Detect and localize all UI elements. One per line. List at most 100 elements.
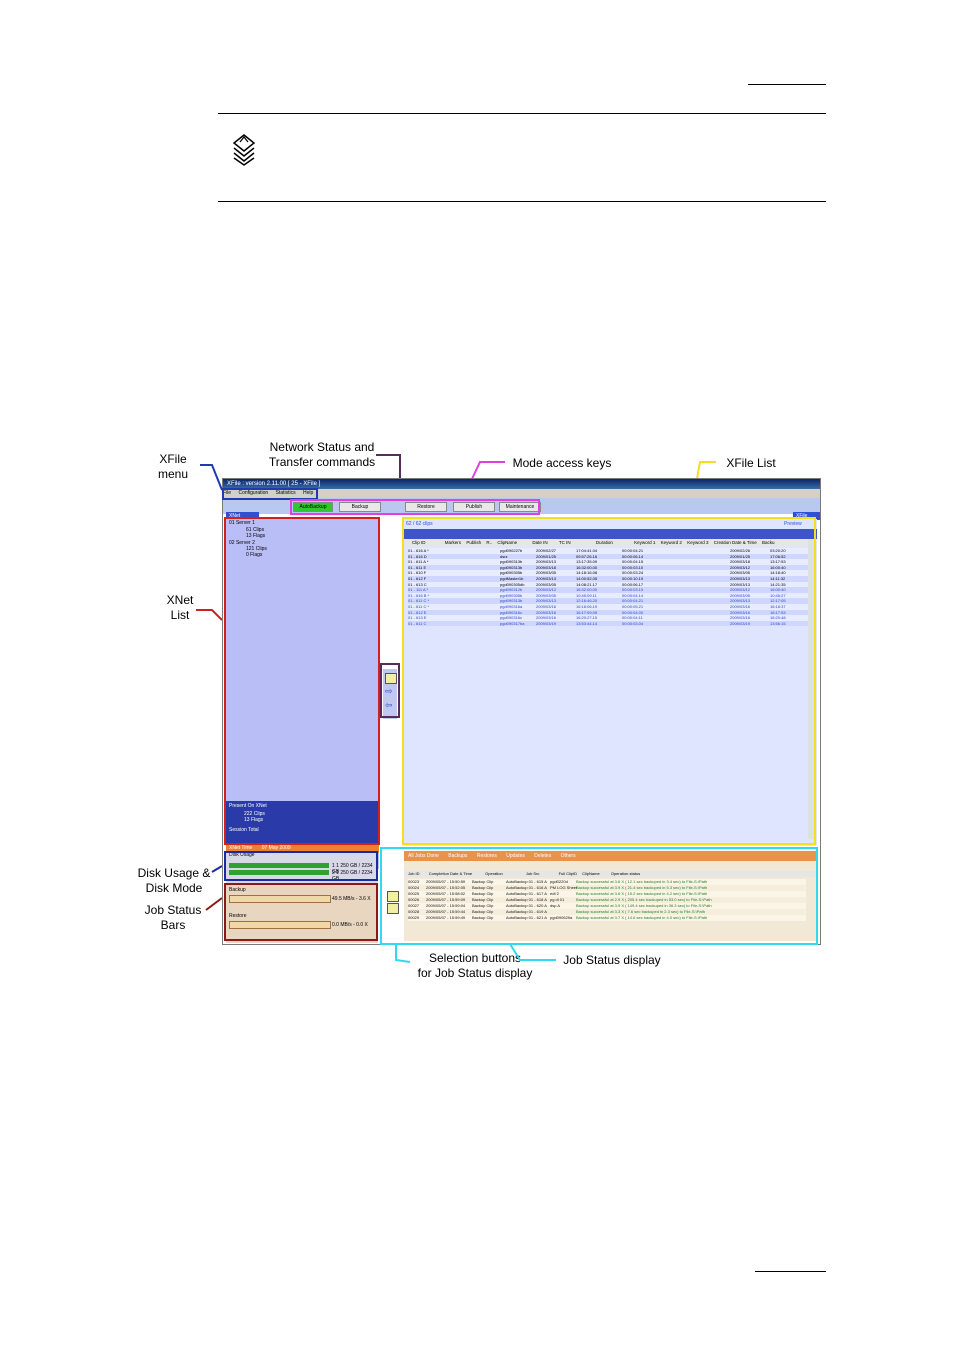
server-1-name[interactable]: 01 Server 1 [229,520,255,526]
table-cell: 2009/01/25 [730,553,751,559]
col-publish[interactable]: Publish [466,540,482,545]
tab-backups[interactable]: Backups [448,853,468,859]
table-cell: 00:00:03.24 [622,570,644,576]
col-clipname[interactable]: ClipName [497,540,518,545]
table-cell: 2009/03/13 [536,576,557,581]
menu-help[interactable]: Help [303,490,314,496]
col-backup[interactable]: Backu [762,540,775,545]
tab-restores[interactable]: Restores [476,853,497,859]
col-keyword-2[interactable]: Keyword 2 [660,540,682,545]
table-cell: 13:17:35.09 [576,559,598,565]
table-cell: 01 - 612 F [408,576,427,581]
job-tabs: All Jobs Done Backups Restores Updates D… [404,851,817,861]
table-cell: 2009/03/19 [730,620,751,626]
table-cell: 2009/03/13 [730,598,751,604]
table-cell: pgd090316c [500,615,523,621]
menu-configuration[interactable]: Configuration [238,490,269,496]
xnet-summary: Present On XNet 222 Clips 13 Flags Sessi… [226,801,379,843]
job-col-id[interactable]: Job ID [408,871,420,876]
publish-button[interactable]: Publish [453,502,495,512]
callout-xfile-menu: XFile menu [157,452,189,481]
frame-xfile-menu [222,488,318,500]
list-scrollbar[interactable] [808,539,816,839]
table-cell: 2009/03/18 [730,559,751,565]
col-markers[interactable]: Markers [444,540,462,545]
table-cell: 14:11:32 [770,576,786,581]
job-select-button-2[interactable] [387,903,399,914]
table-cell: 2009/03/16 [536,609,557,615]
job-cell: edt 2 [550,891,559,896]
table-cell: 01 - 616 B * [408,592,430,598]
table-cell: 2009/03/05 [536,581,557,587]
status-check-icon[interactable] [385,673,397,684]
xfile-tab[interactable]: XFile [793,512,820,520]
table-cell: 16:32:00.00 [576,587,598,593]
server-2-flags: 0 Flags [246,552,263,558]
table-cell: 01 - 611 C [408,620,427,626]
xnet-time-label: XNet Time [229,845,253,851]
job-select-button-1[interactable] [387,891,399,902]
job-col-status[interactable]: Operation status [610,871,641,876]
tab-updates[interactable]: Updates [506,853,525,859]
job-col-date[interactable]: Completion Date & Time [428,871,473,876]
autobackup-button[interactable]: AutoBackup [293,502,333,512]
job-col-operation[interactable]: Operation [485,871,503,876]
col-date-in[interactable]: Date IN [532,540,548,545]
col-tc-in[interactable]: TC IN [558,540,571,545]
col-r[interactable]: R.. [486,540,493,545]
menu-file[interactable]: File [223,490,232,496]
header-rule [748,84,826,85]
table-cell: pgd090312b [500,587,523,593]
transfer-left-icon[interactable]: ⇦ [385,700,393,710]
menu-statistics[interactable]: Statistics [275,490,296,496]
transfer-right-icon[interactable]: ⇨ [385,686,393,696]
job-cell: Backup Clip [472,897,494,902]
table-cell: 2009/03/12 [536,587,557,593]
table-cell: pgd090305db [500,581,525,587]
backup-button[interactable]: Backup [339,502,381,512]
server-2-name[interactable]: 02 Server 2 [229,540,255,546]
job-cell: AutoBackup 01 - 616 A [506,885,547,890]
job-col-clipid[interactable]: Full ClipID [558,871,578,876]
table-cell: 01 - 616 D [408,553,427,559]
xnet-tab[interactable]: XNet [226,512,259,520]
restore-button[interactable]: Restore [405,502,447,512]
preview-button[interactable]: Preview [784,521,802,527]
tab-deletes[interactable]: Deletes [534,853,552,859]
tab-others[interactable]: Others [560,853,576,859]
col-duration[interactable]: Duration [595,540,613,545]
job-col-src[interactable]: Job Src [525,871,540,876]
maintenance-button[interactable]: Maintenance [499,502,541,512]
col-creation-date[interactable]: Creation Date & Time [713,540,757,545]
job-col-clipname[interactable]: ClipName [582,871,600,876]
backup-label: Backup [229,887,246,893]
col-keyword-3[interactable]: Keyword 3 [687,540,709,545]
col-clip-id[interactable]: Clip ID [412,540,426,545]
col-keyword-1[interactable]: Keyword 1 [634,540,656,545]
job-cell: 00028 [408,909,420,914]
job-cell: AutoBackup 01 - 618 A [506,897,547,902]
job-cell: AutoBackup 01 - 619 A [506,909,547,914]
tab-all-jobs-done[interactable]: All Jobs Done [408,853,439,859]
